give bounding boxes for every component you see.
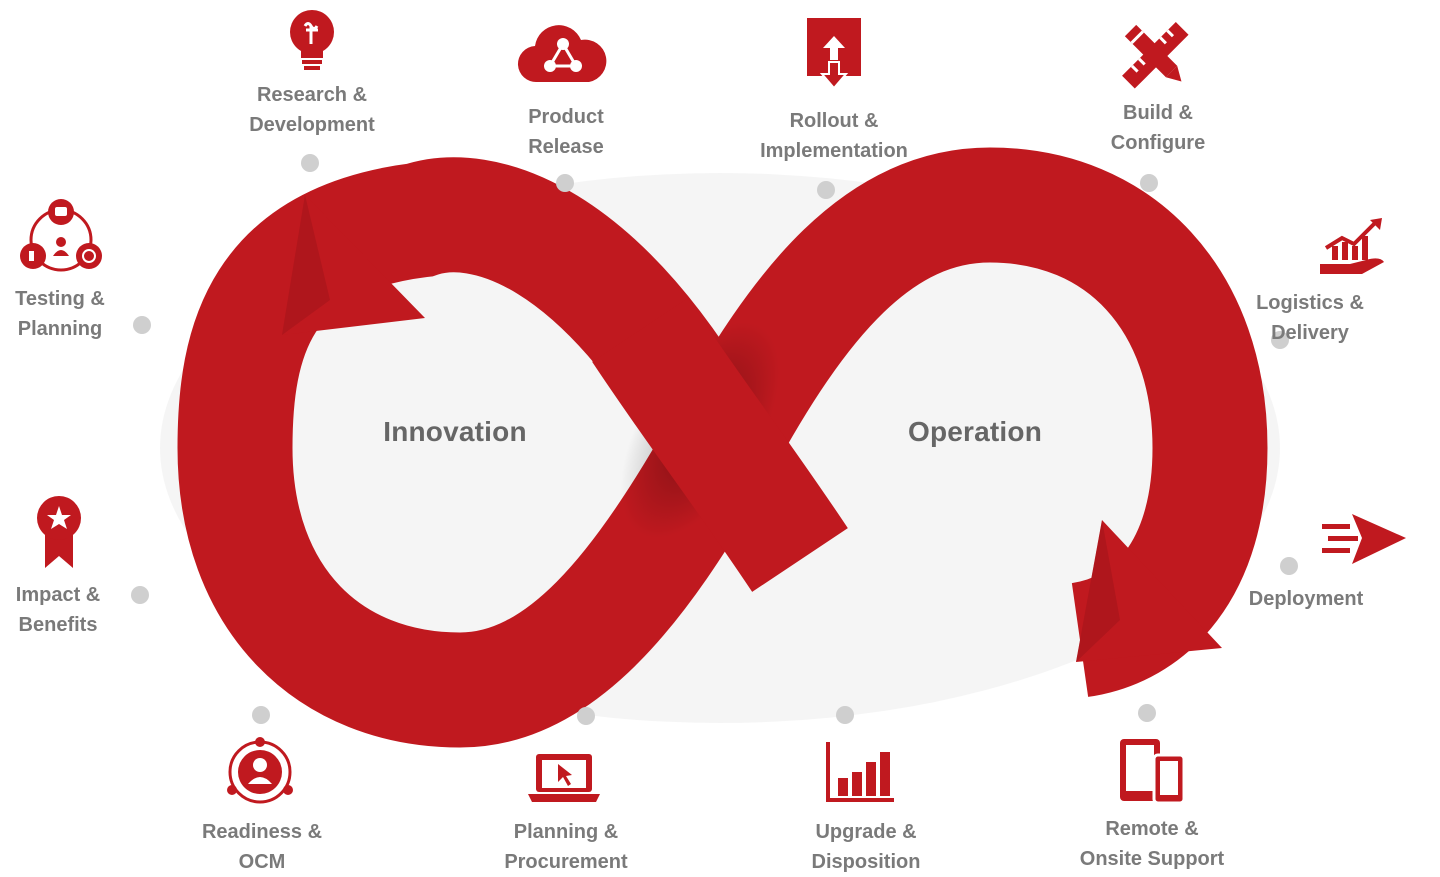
dot-testing (133, 316, 151, 334)
pencil-ruler-icon (1122, 22, 1189, 89)
loop-band-left (177, 157, 771, 748)
label-impact: Impact &Benefits (15, 584, 101, 636)
dot-remote (1138, 704, 1156, 722)
loop-band-right (669, 147, 1268, 697)
user-network-icon (227, 737, 293, 804)
dot-logistics (1271, 331, 1289, 349)
dot-deployment (1280, 557, 1298, 575)
dot-impact (131, 586, 149, 604)
label-rollout: Rollout &Implementation (760, 110, 908, 162)
upload-download-icon (807, 18, 861, 90)
label-remote: Remote &Onsite Support (1079, 818, 1225, 870)
label-testing: Testing &Planning (15, 288, 105, 340)
dot-planning-proc (577, 707, 595, 725)
operation-label: Operation (907, 416, 1043, 447)
dot-build (1140, 174, 1158, 192)
cloud-share-icon (517, 25, 607, 83)
dot-readiness (252, 706, 270, 724)
dot-product (556, 174, 574, 192)
label-research: Research &Development (249, 84, 375, 136)
label-build: Build &Configure (1110, 102, 1206, 154)
label-planning-proc: Planning &Procurement (504, 821, 628, 873)
team-network-icon (20, 199, 102, 272)
dot-upgrade (836, 706, 854, 724)
innovation-label: Innovation (383, 416, 527, 447)
paper-plane-icon (1322, 514, 1406, 564)
arrowhead-left-shade (282, 195, 330, 335)
arrowhead-left (282, 195, 425, 335)
label-logistics: Logistics &Delivery (1256, 292, 1364, 344)
label-deployment: Deployment (1248, 588, 1364, 610)
lightbulb-icon (290, 10, 334, 70)
dot-research (301, 154, 319, 172)
label-readiness: Readiness &OCM (201, 821, 323, 873)
laptop-cursor-icon (528, 754, 600, 802)
arrowhead-right (1076, 520, 1222, 662)
label-upgrade: Upgrade &Disposition (811, 821, 921, 873)
bar-chart-icon (826, 742, 894, 802)
loop-band-front (592, 298, 848, 592)
arrowhead-right-shade (1076, 520, 1120, 662)
devices-icon (1120, 739, 1186, 805)
award-ribbon-icon (37, 496, 81, 568)
growth-chart-hand-icon (1320, 218, 1384, 274)
dot-rollout (817, 181, 835, 199)
